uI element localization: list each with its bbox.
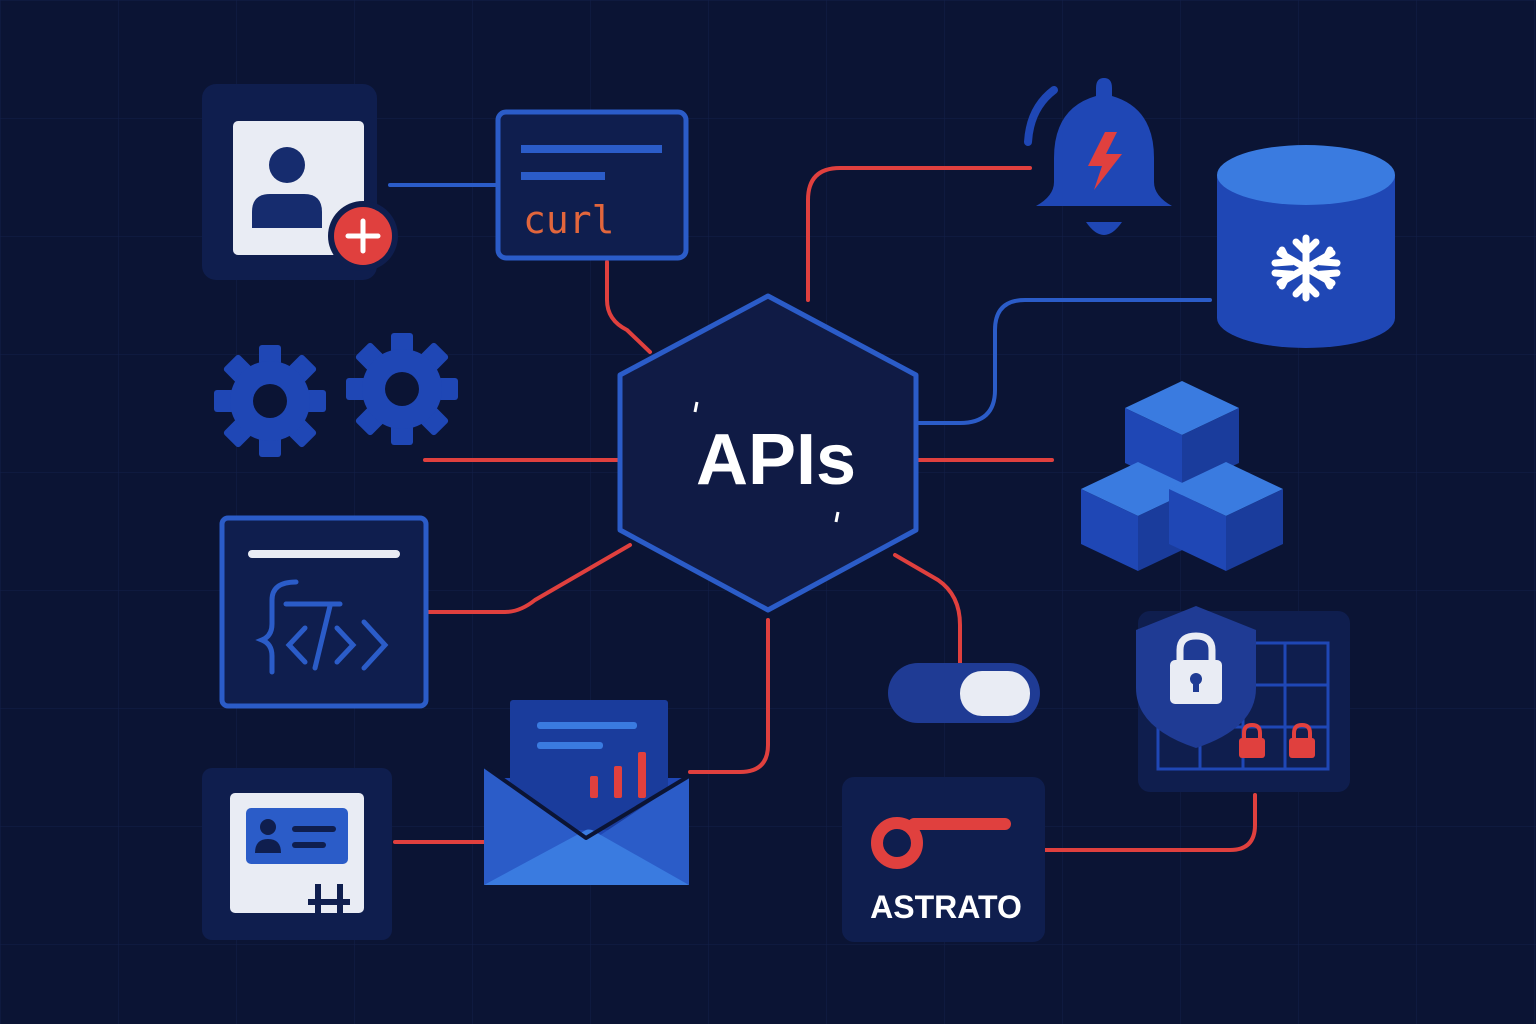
toggle-knob [960,671,1030,716]
alert-bell-icon[interactable] [1024,78,1172,235]
cube-right [1169,462,1283,571]
snowflake-icon [1271,234,1341,302]
terminal-window[interactable]: curl [495,109,689,261]
report-line-2 [537,742,603,749]
gear-right-icon [346,333,458,445]
envelope-fold-line [482,764,691,840]
connector-brand-security [1043,793,1257,852]
contact-card-icon [230,793,364,920]
hub-tick-bottom [834,511,840,523]
add-user-icon [252,147,398,271]
connector-hub-toggle [893,553,962,667]
envelope-front [484,829,689,885]
report-sheet [510,700,668,830]
bell-clapper [1086,222,1122,235]
connector-terminal-hub [605,260,652,354]
envelope-flap-left [484,766,588,885]
contact-card[interactable] [202,768,392,940]
gear-left-icon [214,345,326,457]
lightning-icon [1088,132,1122,190]
connectors [388,166,1257,852]
api-hub[interactable]: APIs [617,293,919,613]
terminal-icon [521,145,662,180]
astrato-logo-icon [871,817,1011,869]
code-window[interactable] [219,515,429,709]
hub-label: APIs [696,420,856,500]
database-top [1217,145,1395,205]
connector-hub-database [916,298,1212,425]
bar-chart-icon [590,752,646,798]
connector-hub-envelope [688,618,770,774]
code-window-frame [219,515,429,709]
astrato-brand-card[interactable]: ASTRATO [842,777,1045,942]
report-line-1 [537,722,637,729]
code-window-icon [248,550,400,675]
terminal-command: curl [523,198,615,242]
small-lock-icon-2 [1289,722,1315,758]
toggle-switch-icon[interactable] [888,663,1040,723]
envelope-flap-right [596,776,689,885]
card-plus-icon [308,884,350,920]
bell-ring-wave [1024,86,1058,146]
lock-shield-icon [1136,606,1256,748]
small-lock-icon-1 [1239,722,1265,758]
report-envelope-icon[interactable] [482,700,691,885]
security-panel[interactable] [1136,606,1350,792]
hub-tick-top [693,401,699,413]
connector-code-hub [426,543,632,614]
hub-hexagon [617,293,919,613]
snowflake-database-icon[interactable] [1217,145,1395,348]
brand-name: ASTRATO [870,889,1022,925]
connector-hub-bell [806,166,1032,302]
gears-icon[interactable] [214,333,458,457]
add-user-card[interactable] [202,84,398,280]
cubes-icon[interactable] [1081,381,1283,571]
